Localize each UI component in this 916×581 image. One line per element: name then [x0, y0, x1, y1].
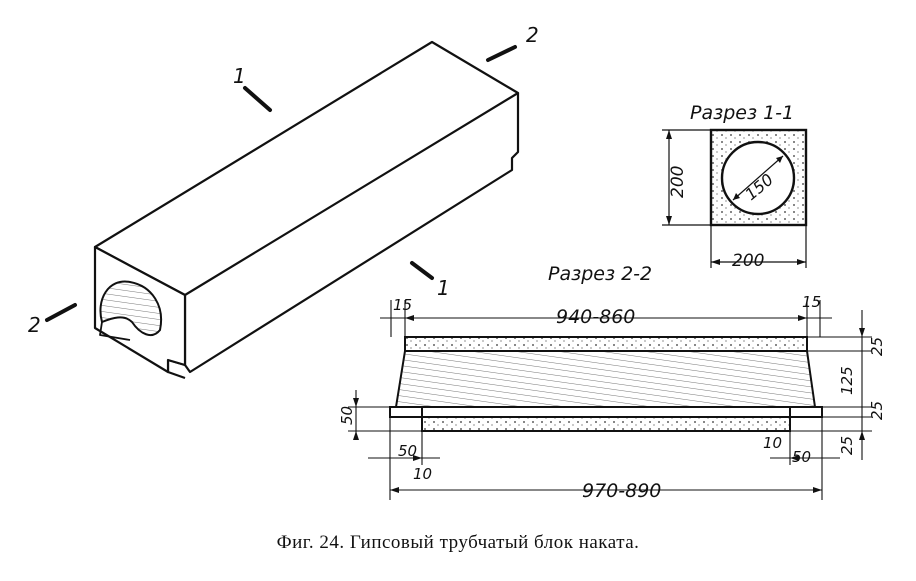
mark-1-top: 1 — [233, 64, 246, 88]
ledge-right-label: 50 — [792, 448, 811, 466]
block-pipe-opening — [99, 280, 163, 337]
ledge-right — [789, 406, 823, 418]
bottom-slab — [421, 416, 791, 432]
height-label: 200 — [668, 166, 688, 198]
section-1-1-title: Разрез 1-1 — [690, 102, 794, 124]
mark-2-left: 2 — [28, 313, 41, 337]
ledge-left-label: 50 — [398, 442, 417, 460]
gap-left-label: 10 — [413, 465, 432, 483]
bottom-label: 25 — [838, 436, 856, 455]
section-2-2-title: Разрез 2-2 — [548, 263, 652, 285]
lower-slab-label: 25 — [868, 401, 886, 420]
section-1-1: Разрез 1-1 150 200 200 — [662, 102, 808, 271]
block-top-face — [93, 40, 520, 297]
edge-right-label: 15 — [802, 293, 821, 311]
ledge-height-label: 50 — [338, 406, 356, 425]
width-label: 200 — [732, 251, 764, 271]
section-2-2: Разрез 2-2 — [338, 263, 886, 502]
isometric-block — [93, 40, 520, 380]
top-length-label: 940-860 — [556, 306, 635, 328]
section-marks — [45, 45, 517, 322]
top-slab — [404, 336, 808, 352]
top-slab-label: 25 — [868, 337, 886, 356]
mark-1-bottom: 1 — [437, 276, 450, 300]
bottom-length-label: 970-890 — [582, 480, 661, 502]
middle-label: 125 — [838, 366, 856, 395]
ledge-left — [389, 406, 423, 418]
tapered-body — [394, 350, 817, 408]
mark-2-top: 2 — [526, 23, 539, 47]
edge-left-label: 15 — [393, 296, 412, 314]
figure-caption: Фиг. 24. Гипсовый трубчатый блок наката. — [276, 532, 640, 553]
gap-right-label: 10 — [763, 434, 782, 452]
